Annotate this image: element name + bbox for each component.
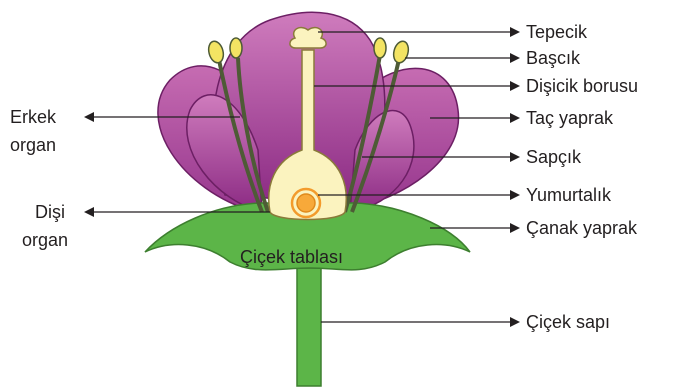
arrow-canak-yaprak [510, 223, 520, 233]
arrow-tepecik [510, 27, 520, 37]
stigma [290, 28, 326, 48]
arrow-cicek-sapi [510, 317, 520, 327]
arrow-disicik-borusu [510, 81, 520, 91]
label-erkek-organ: organ [10, 135, 56, 155]
label-tac-yaprak: Taç yaprak [526, 108, 614, 128]
anther-left-2 [230, 38, 242, 58]
flower-stem [297, 268, 321, 386]
arrow-disi-organ [84, 207, 94, 217]
label-tepecik: Tepecik [526, 22, 588, 42]
arrow-yumurtalik [510, 190, 520, 200]
label-disi-organ: organ [22, 230, 68, 250]
label-sapcik: Sapçık [526, 147, 582, 167]
arrow-bascik [510, 53, 520, 63]
anther-right-1 [374, 38, 386, 58]
label-cicek-tablasi: Çiçek tablası [240, 247, 343, 267]
anther-right-2 [391, 40, 410, 65]
arrow-erkek-organ [84, 112, 94, 122]
arrow-sapcik [510, 152, 520, 162]
label-yumurtalik: Yumurtalık [526, 185, 612, 205]
ovule-inner [297, 194, 315, 212]
label-erkek: Erkek [10, 107, 57, 127]
label-canak-yaprak: Çanak yaprak [526, 218, 638, 238]
label-disi: Dişi [35, 202, 65, 222]
label-bascik: Başcık [526, 48, 581, 68]
anther-left-1 [206, 40, 225, 65]
label-disicik-borusu: Dişicik borusu [526, 76, 638, 96]
label-cicek-sapi: Çiçek sapı [526, 312, 610, 332]
arrow-tac-yaprak [510, 113, 520, 123]
